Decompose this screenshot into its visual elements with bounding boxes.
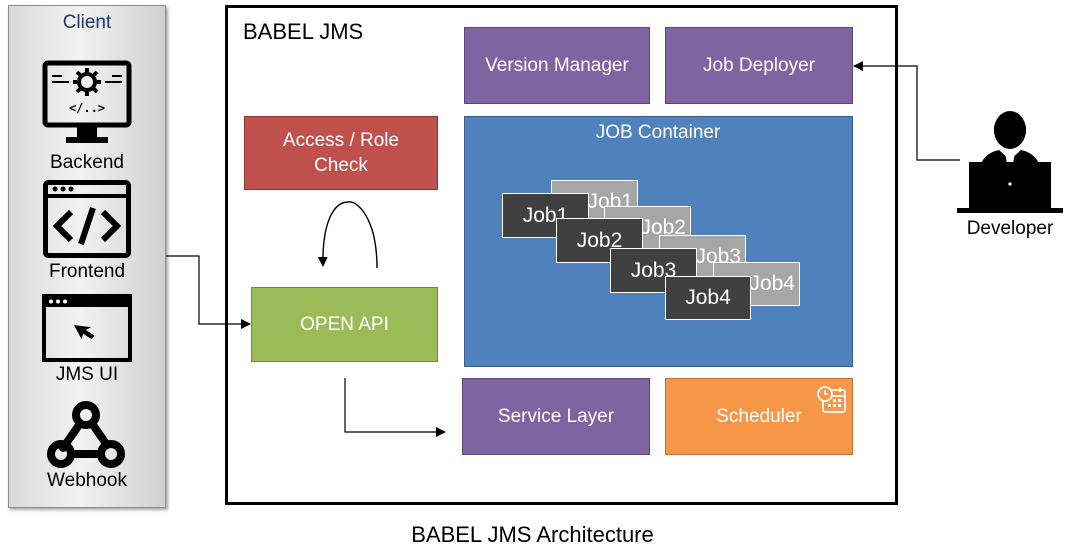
version-manager-box: Version Manager [464, 27, 650, 104]
open-api-label: OPEN API [300, 313, 389, 335]
client-item-backend: Backend [50, 152, 124, 173]
diagram-caption: BABEL JMS Architecture [411, 522, 654, 547]
access-check-loop-arrow [317, 201, 378, 269]
client-title: Client [62, 12, 112, 33]
job-deployer-label: Job Deployer [703, 54, 815, 76]
service-layer-box: Service Layer [462, 378, 650, 455]
developer-label: Developer [966, 218, 1054, 239]
job-card: Job2 [556, 218, 643, 263]
client-to-openapi-arrow [166, 255, 251, 329]
job-card-label: Job2 [576, 228, 623, 252]
openapi-to-service-arrow [344, 378, 446, 437]
svg-text:</..>: </..> [69, 101, 105, 115]
browser-cursor-icon [42, 294, 132, 362]
code-window-icon [43, 180, 131, 258]
job-deployer-box: Job Deployer [665, 27, 853, 104]
webhook-icon [47, 401, 125, 468]
open-api-box: OPEN API [251, 287, 438, 362]
job-container-title: JOB Container [595, 122, 721, 143]
scheduler-label: Scheduler [716, 405, 802, 427]
job-card-label: Job4 [685, 286, 731, 309]
version-manager-label: Version Manager [485, 54, 629, 76]
client-item-jms-ui: JMS UI [55, 364, 119, 385]
calendar-clock-icon [817, 386, 846, 413]
access-role-check-line2: Check [314, 155, 368, 176]
developer-to-deployer-arrow [853, 61, 960, 161]
client-item-webhook: Webhook [47, 470, 127, 491]
access-role-check-line1: Access / Role [282, 130, 400, 151]
job-card-back-label: Job4 [749, 272, 795, 295]
access-role-check-box: Access / Role Check [244, 116, 438, 190]
job-card: Job4 [665, 276, 751, 320]
system-title: BABEL JMS [243, 19, 364, 44]
backend-monitor-gear-icon: </..> [42, 60, 132, 143]
client-item-frontend: Frontend [48, 261, 126, 282]
job-card-label: Job3 [630, 258, 677, 282]
service-layer-label: Service Layer [497, 405, 615, 427]
job-card-back-label: Job2 [640, 216, 686, 239]
developer-laptop-icon [957, 111, 1063, 213]
job-card: Job3 [610, 248, 697, 293]
